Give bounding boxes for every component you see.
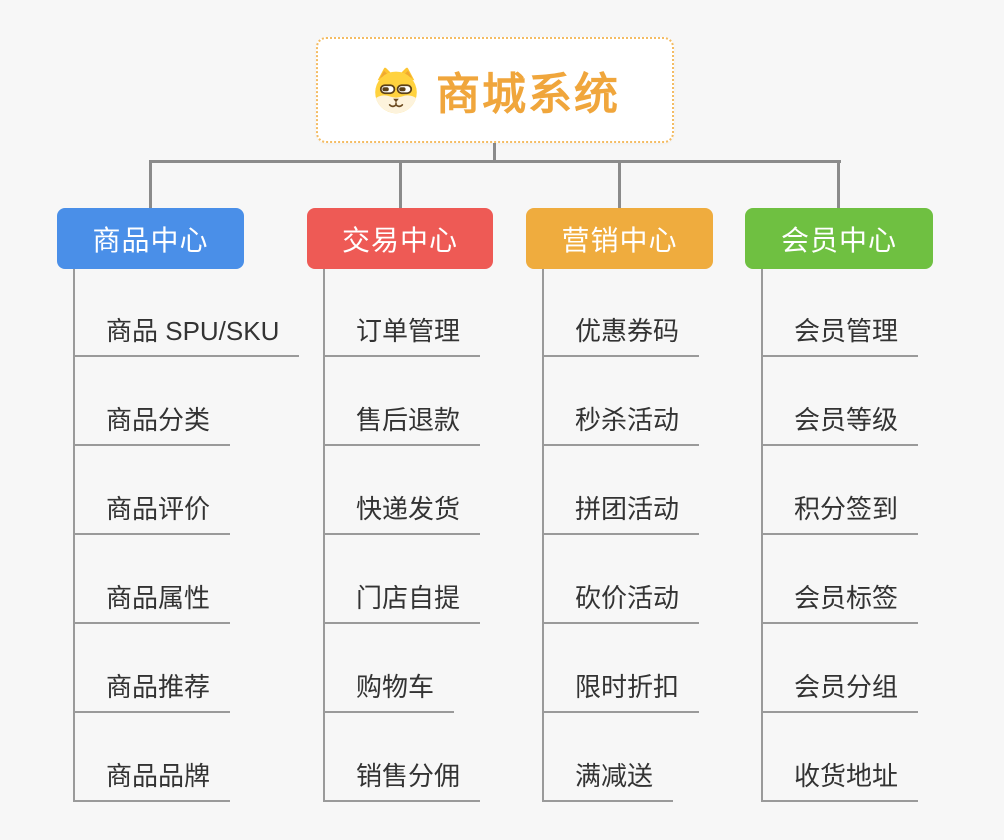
branch-label: 交易中心 xyxy=(341,224,458,256)
leaf-node[interactable]: 商品 SPU/SKU xyxy=(73,314,300,357)
leaf-node[interactable]: 拼团活动 xyxy=(542,492,700,535)
branch-label: 营销中心 xyxy=(561,224,678,256)
leaf-node[interactable]: 商品分类 xyxy=(73,403,231,446)
leaf-node[interactable]: 商品推荐 xyxy=(73,670,231,713)
leaf-node[interactable]: 秒杀活动 xyxy=(542,403,700,446)
leaf-node[interactable]: 积分签到 xyxy=(761,492,919,535)
branch-label: 商品中心 xyxy=(92,224,209,256)
leaf-node[interactable]: 满减送 xyxy=(542,759,674,802)
branch-drop-line-1 xyxy=(149,161,152,209)
leaf-node[interactable]: 会员等级 xyxy=(761,403,919,446)
branch-spine-line xyxy=(542,269,544,802)
leaf-node[interactable]: 会员管理 xyxy=(761,314,919,357)
leaf-node[interactable]: 快递发货 xyxy=(323,492,481,535)
root-node[interactable]: 商城系统 xyxy=(316,37,674,143)
branch-node-product-center[interactable]: 商品中心 xyxy=(57,208,244,269)
leaf-node[interactable]: 销售分佣 xyxy=(323,759,481,802)
leaf-node[interactable]: 购物车 xyxy=(323,670,455,713)
leaf-node[interactable]: 商品属性 xyxy=(73,581,231,624)
branch-spine-line xyxy=(323,269,325,802)
root-connector-stub xyxy=(493,143,496,162)
leaf-node[interactable]: 优惠券码 xyxy=(542,314,700,357)
branch-spine-line xyxy=(73,269,75,802)
leaf-node[interactable]: 门店自提 xyxy=(323,581,481,624)
branch-drop-line-3 xyxy=(618,161,621,209)
branch-drop-line-2 xyxy=(399,161,402,209)
branch-drop-line-4 xyxy=(837,161,840,209)
leaf-node[interactable]: 限时折扣 xyxy=(542,670,700,713)
branch-label: 会员中心 xyxy=(780,224,897,256)
leaf-node[interactable]: 商品品牌 xyxy=(73,759,231,802)
leaf-node[interactable]: 订单管理 xyxy=(323,314,481,357)
leaf-node[interactable]: 商品评价 xyxy=(73,492,231,535)
leaf-node[interactable]: 会员分组 xyxy=(761,670,919,713)
branch-node-member-center[interactable]: 会员中心 xyxy=(745,208,933,269)
root-title: 商城系统 xyxy=(436,70,620,119)
leaf-node[interactable]: 售后退款 xyxy=(323,403,481,446)
dog-face-icon xyxy=(375,67,417,114)
branch-node-trade-center[interactable]: 交易中心 xyxy=(307,208,493,269)
branch-bus-line xyxy=(149,160,841,163)
leaf-node[interactable]: 会员标签 xyxy=(761,581,919,624)
branch-node-marketing-center[interactable]: 营销中心 xyxy=(526,208,713,269)
leaf-node[interactable]: 收货地址 xyxy=(761,759,919,802)
branch-spine-line xyxy=(761,269,763,802)
leaf-node[interactable]: 砍价活动 xyxy=(542,581,700,624)
